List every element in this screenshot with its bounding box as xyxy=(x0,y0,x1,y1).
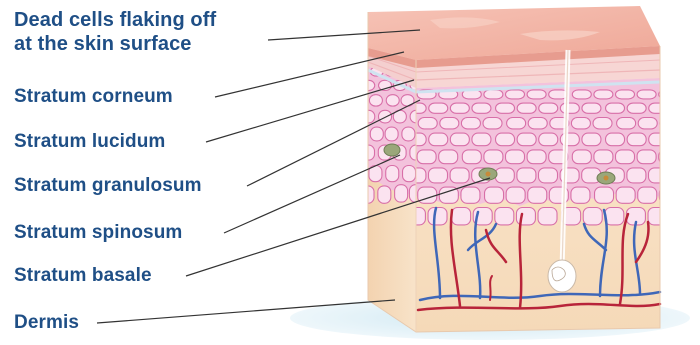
epidermis-cell xyxy=(462,150,481,164)
epidermis-cell xyxy=(606,133,625,146)
epidermis-cell xyxy=(616,187,635,203)
epidermis-cell xyxy=(572,90,591,99)
epidermis-cell xyxy=(506,90,525,99)
epidermis-cell xyxy=(450,103,469,113)
epidermis-cell xyxy=(385,127,398,141)
epidermis-cell xyxy=(616,90,635,99)
epidermis-cell xyxy=(582,103,601,113)
epidermis-cell xyxy=(616,150,635,164)
label-dermis: Dermis xyxy=(14,311,79,335)
epidermis-cell xyxy=(417,150,436,164)
epidermis-cell xyxy=(395,185,408,202)
epidermis-cell xyxy=(354,166,367,182)
epidermis-cell xyxy=(582,133,601,146)
epidermis-cell xyxy=(440,118,459,129)
label-stratum-corneum: Stratum corneum xyxy=(14,85,173,109)
epidermis-cell xyxy=(649,133,668,146)
label-dead-cells-line2: at the skin surface xyxy=(14,32,216,56)
hair-bulb xyxy=(548,260,576,292)
label-dead-cells-line1: Dead cells flaking off xyxy=(14,8,216,32)
epidermis-cell xyxy=(429,103,448,113)
epidermis-cell xyxy=(386,166,399,182)
epidermis-cell xyxy=(370,127,383,141)
epidermis-cell xyxy=(572,150,591,164)
epidermis-cell xyxy=(539,133,558,146)
epidermis-cell xyxy=(403,166,416,182)
epidermis-cell xyxy=(594,150,613,164)
label-stratum-lucidum: Stratum lucidum xyxy=(14,130,165,154)
epidermis-cell xyxy=(495,208,514,225)
epidermis-cell xyxy=(606,103,625,113)
epidermis-cell xyxy=(506,187,525,203)
epidermis-cell xyxy=(484,150,503,164)
epidermis-cell xyxy=(452,208,471,225)
epidermis-cell xyxy=(627,168,646,183)
epidermis-cell xyxy=(528,118,547,129)
epidermis-cell xyxy=(659,150,678,164)
epidermis-cell xyxy=(355,95,368,106)
epidermis-cell xyxy=(648,208,667,225)
epidermis-cell xyxy=(496,133,515,146)
epidermis-cell xyxy=(369,95,382,106)
label-stratum-basale: Stratum basale xyxy=(14,264,152,288)
epidermis-cell xyxy=(378,186,391,203)
epidermis-cell xyxy=(429,168,448,183)
epidermis-cell xyxy=(638,187,657,203)
epidermis-cell xyxy=(583,208,602,225)
epidermis-cell xyxy=(638,118,657,129)
epidermis-cell xyxy=(539,168,558,183)
label-stratum-spinosum: Stratum spinosum xyxy=(14,221,182,245)
epidermis-cell xyxy=(527,90,546,99)
label-stratum-granulosum: Stratum granulosum xyxy=(14,174,202,198)
epidermis-cell xyxy=(354,67,367,76)
label-dead-cells: Dead cells flaking off at the skin surfa… xyxy=(14,8,216,56)
epidermis-cell xyxy=(560,103,579,113)
epidermis-cell xyxy=(485,187,504,203)
epidermis-cell xyxy=(379,110,392,123)
epidermis-cell xyxy=(418,118,437,129)
epidermis-cell xyxy=(484,90,503,99)
epidermis-cell xyxy=(386,95,399,106)
epidermis-cell xyxy=(429,133,448,146)
epidermis-cell xyxy=(516,208,535,225)
epidermis-cell xyxy=(506,150,525,164)
epidermis-cell xyxy=(539,103,558,113)
epidermis-cell xyxy=(507,118,526,129)
epidermis-cell xyxy=(517,168,536,183)
epidermis-cell xyxy=(517,103,536,113)
epidermis-cell xyxy=(617,118,636,129)
epidermis-cell xyxy=(527,150,546,164)
epidermis-cell xyxy=(439,150,458,164)
epidermis-cell xyxy=(605,208,624,225)
epidermis-cell xyxy=(495,168,514,183)
epidermis-cell xyxy=(472,133,491,146)
epidermis-cell xyxy=(402,127,415,141)
epidermis-cell xyxy=(496,103,515,113)
epidermis-cell xyxy=(450,133,469,146)
epidermis-cell xyxy=(593,118,612,129)
epidermis-cell xyxy=(649,103,668,113)
epidermis-cell xyxy=(659,187,678,203)
epidermis-cell xyxy=(483,118,502,129)
epidermis-cell xyxy=(637,150,656,164)
epidermis-cell xyxy=(637,90,656,99)
epidermis-cell xyxy=(660,118,679,129)
epidermis-cell xyxy=(571,118,590,129)
epidermis-cell xyxy=(627,133,646,146)
epidermis-cell xyxy=(538,208,557,225)
epidermis-cell xyxy=(472,103,491,113)
epidermis-cell xyxy=(649,168,668,183)
epidermis-cell xyxy=(517,133,536,146)
epidermis-cell xyxy=(594,90,613,99)
epidermis-cell xyxy=(595,187,614,203)
epidermis-cell xyxy=(659,90,678,99)
epidermis-cell xyxy=(627,103,646,113)
epidermis-cell xyxy=(571,187,590,203)
epidermis-cell xyxy=(528,187,547,203)
epidermis-cell xyxy=(461,118,480,129)
epidermis-cell xyxy=(428,208,447,225)
epidermis-cell xyxy=(450,168,469,183)
epidermis-cell xyxy=(461,187,480,203)
